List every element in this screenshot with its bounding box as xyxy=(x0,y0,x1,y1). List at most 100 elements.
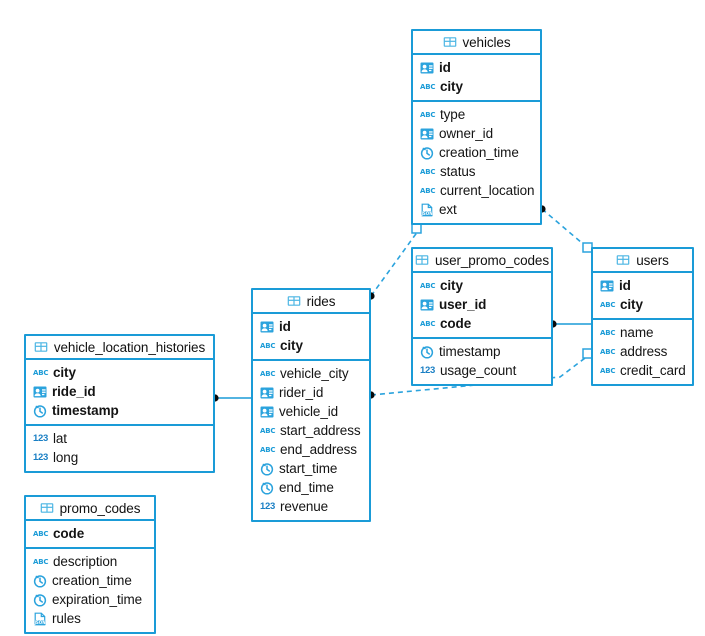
primary-key-row[interactable]: ride_id xyxy=(26,382,213,401)
clock-icon xyxy=(33,593,47,607)
table-header-vehicles[interactable]: vehicles xyxy=(413,31,540,55)
column-name: lat xyxy=(53,431,67,446)
column-row[interactable]: start_time xyxy=(253,459,369,478)
column-name: start_time xyxy=(279,461,338,476)
clock-icon xyxy=(420,146,434,160)
column-row[interactable]: creation_time xyxy=(413,143,540,162)
column-name: id xyxy=(439,60,451,75)
abc-icon: ABC xyxy=(33,529,49,538)
column-name: owner_id xyxy=(439,126,493,141)
relationship-vehicle_location_histories-to-rides[interactable] xyxy=(211,394,251,402)
svg-text:JSON: JSON xyxy=(420,211,432,216)
abc-icon: ABC xyxy=(260,426,276,435)
table-title: promo_codes xyxy=(59,500,141,516)
relationship-endpoint-square xyxy=(411,223,422,234)
column-name: type xyxy=(440,107,466,122)
id-card-icon xyxy=(600,279,614,293)
123-icon: 123 xyxy=(420,364,435,376)
abc-icon: ABC xyxy=(420,110,436,119)
column-name: ext xyxy=(439,202,457,217)
column-name: address xyxy=(620,344,668,359)
primary-key-row[interactable]: id xyxy=(413,58,540,77)
abc-icon: ABC xyxy=(600,300,616,309)
primary-key-row[interactable]: timestamp xyxy=(26,401,213,420)
column-name: expiration_time xyxy=(52,592,143,607)
table-header-user_promo_codes[interactable]: user_promo_codes xyxy=(413,249,551,273)
column-name: creation_time xyxy=(52,573,132,588)
relationship-user_promo_codes-to-users[interactable] xyxy=(549,320,591,328)
json-file-icon: JSON xyxy=(33,612,47,626)
column-name: status xyxy=(440,164,476,179)
id-card-icon xyxy=(260,405,274,419)
column-name: city xyxy=(280,338,303,353)
column-name: name xyxy=(620,325,654,340)
column-row[interactable]: creation_time xyxy=(26,571,154,590)
json-file-icon: JSON xyxy=(420,203,434,217)
table-header-rides[interactable]: rides xyxy=(253,290,369,314)
table-header-vehicle_location_histories[interactable]: vehicle_location_histories xyxy=(26,336,213,360)
column-row[interactable]: vehicle_id xyxy=(253,402,369,421)
table-header-promo_codes[interactable]: promo_codes xyxy=(26,497,154,521)
column-row[interactable]: expiration_time xyxy=(26,590,154,609)
table-header-users[interactable]: users xyxy=(593,249,692,273)
table-icon xyxy=(616,253,630,267)
column-name: creation_time xyxy=(439,145,519,160)
relationship-vehicles-to-users[interactable] xyxy=(538,205,593,253)
primary-key-row[interactable]: id xyxy=(593,276,692,295)
primary-key-row[interactable]: id xyxy=(253,317,369,336)
column-name: id xyxy=(279,319,291,334)
column-row[interactable]: JSON ext xyxy=(413,200,540,219)
table-icon xyxy=(443,35,457,49)
column-row[interactable]: timestamp xyxy=(413,342,551,361)
column-name: code xyxy=(440,316,472,331)
primary-key-row[interactable]: user_id xyxy=(413,295,551,314)
column-name: id xyxy=(619,278,631,293)
table-title: rides xyxy=(306,293,336,309)
abc-icon: ABC xyxy=(33,368,49,377)
column-name: long xyxy=(53,450,79,465)
column-row[interactable]: ABC type xyxy=(413,105,540,124)
column-row[interactable]: end_time xyxy=(253,478,369,497)
column-name: rider_id xyxy=(279,385,324,400)
clock-icon xyxy=(260,481,274,495)
column-name: city xyxy=(440,79,463,94)
column-row[interactable]: rider_id xyxy=(253,383,369,402)
id-card-icon xyxy=(420,298,434,312)
column-row[interactable]: owner_id xyxy=(413,124,540,143)
column-name: current_location xyxy=(440,183,535,198)
